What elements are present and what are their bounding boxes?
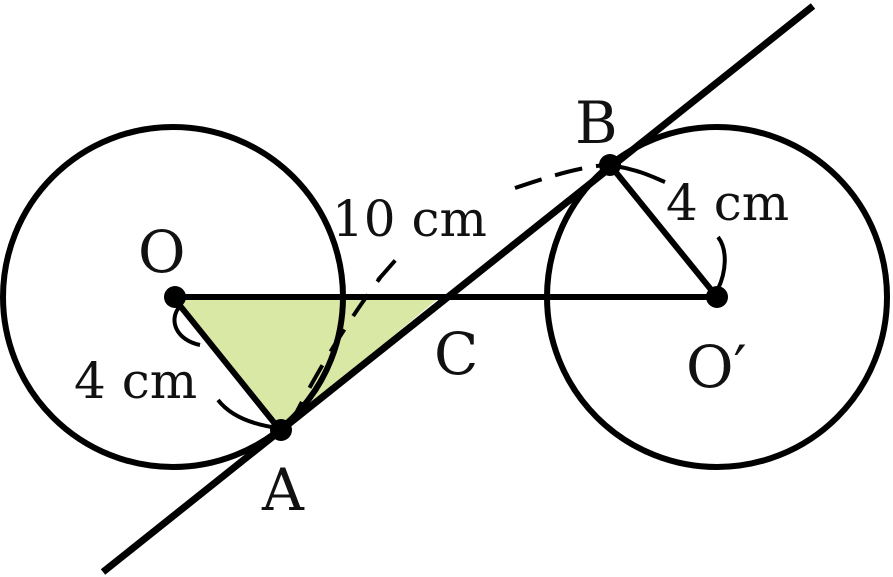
label-oprime-b-length: 4 cm bbox=[666, 174, 789, 232]
label-o: O bbox=[138, 218, 186, 286]
shaded-triangle-oac bbox=[175, 297, 440, 430]
ab-dashed-brace-top bbox=[514, 163, 606, 190]
label-c: C bbox=[434, 320, 478, 388]
label-ab-length: 10 cm bbox=[332, 190, 487, 248]
point-b bbox=[599, 154, 621, 176]
common-tangent-line bbox=[100, 3, 816, 575]
label-o-prime: O′ bbox=[686, 333, 747, 401]
label-a: A bbox=[261, 456, 305, 524]
point-o bbox=[164, 286, 186, 308]
ab-dashed-brace bbox=[288, 253, 402, 426]
point-a bbox=[270, 419, 292, 441]
radius-oa bbox=[170, 295, 283, 432]
label-b: B bbox=[575, 89, 618, 157]
radius-oprime-b bbox=[607, 163, 720, 299]
oprime-b-brace bbox=[614, 164, 727, 290]
point-o-prime bbox=[706, 286, 728, 308]
label-oa-length: 4 cm bbox=[74, 352, 197, 410]
